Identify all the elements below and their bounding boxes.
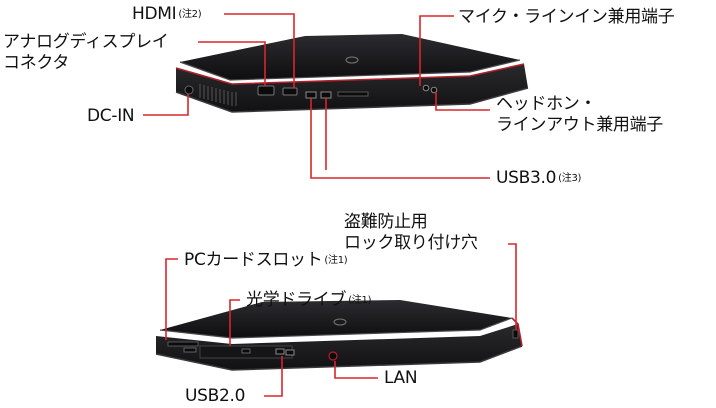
analog-display-port bbox=[257, 85, 275, 96]
vent-grille bbox=[199, 84, 237, 106]
label-lan-text: LAN bbox=[384, 368, 418, 388]
label-headphone-line-out-line1: ヘッドホン・ bbox=[496, 94, 597, 114]
label-analog-display-line1: アナログディスプレイ bbox=[3, 32, 169, 52]
label-usb30: USB3.0(注3) bbox=[496, 168, 581, 189]
optical-drive-eject bbox=[241, 348, 251, 354]
label-usb30-note: (注3) bbox=[558, 173, 582, 184]
bottom-leader-lines bbox=[165, 243, 517, 397]
hdmi-port bbox=[282, 87, 298, 96]
card-slot-strip bbox=[337, 91, 369, 97]
laptop-right-side-view bbox=[155, 300, 523, 371]
top-leader-lines bbox=[143, 13, 490, 179]
brand-logo-bottom bbox=[333, 318, 347, 326]
label-mic-line-in: マイク・ラインイン兼用端子 bbox=[458, 7, 675, 27]
label-anti-theft-line1: 盗難防止用 bbox=[344, 212, 428, 232]
label-pc-card-slot: PCカードスロット(注1) bbox=[184, 250, 348, 271]
security-lock-hole bbox=[512, 329, 519, 339]
lan-port bbox=[328, 351, 338, 361]
label-usb20-text: USB2.0 bbox=[185, 386, 246, 406]
label-pc-card-slot-note: (注1) bbox=[324, 255, 348, 266]
usb30-port-2 bbox=[320, 91, 332, 99]
label-dc-in-text: DC-IN bbox=[87, 106, 135, 126]
label-headphone-line-out-line2: ラインアウト兼用端子 bbox=[496, 115, 663, 135]
usb20-port-1 bbox=[275, 348, 285, 355]
headphone-jack bbox=[430, 86, 438, 94]
label-mic-line-in-text: マイク・ラインイン兼用端子 bbox=[458, 7, 675, 27]
label-hdmi-note: (注2) bbox=[178, 9, 202, 20]
label-analog-display-line2: コネクタ bbox=[3, 53, 70, 73]
label-anti-theft-line2: ロック取り付け穴 bbox=[344, 233, 478, 253]
usb30-port-1 bbox=[305, 91, 317, 99]
label-lan: LAN bbox=[384, 368, 418, 388]
pc-card-eject bbox=[183, 347, 197, 353]
brand-logo bbox=[345, 56, 359, 64]
label-usb20: USB2.0 bbox=[185, 386, 245, 406]
pc-card-slot bbox=[167, 341, 199, 347]
label-hdmi: HDMI(注2) bbox=[132, 4, 202, 25]
label-pc-card-slot-text: PCカードスロット bbox=[184, 250, 323, 270]
label-hdmi-text: HDMI bbox=[132, 4, 177, 24]
label-headphone-line-out: ヘッドホン・ ラインアウト兼用端子 bbox=[496, 94, 663, 136]
label-optical-drive: 光学ドライブ(注1) bbox=[246, 290, 371, 311]
label-analog-display: アナログディスプレイ コネクタ bbox=[3, 32, 169, 74]
label-usb30-text: USB3.0 bbox=[496, 168, 557, 188]
label-dc-in: DC-IN bbox=[87, 106, 135, 126]
dc-in-port bbox=[184, 85, 194, 95]
usb20-port-2 bbox=[285, 349, 295, 356]
label-optical-drive-text: 光学ドライブ bbox=[246, 290, 347, 310]
label-anti-theft: 盗難防止用 ロック取り付け穴 bbox=[344, 212, 478, 254]
label-optical-drive-note: (注1) bbox=[348, 295, 372, 306]
laptop-left-side-view bbox=[175, 34, 529, 113]
mic-jack bbox=[422, 84, 430, 92]
